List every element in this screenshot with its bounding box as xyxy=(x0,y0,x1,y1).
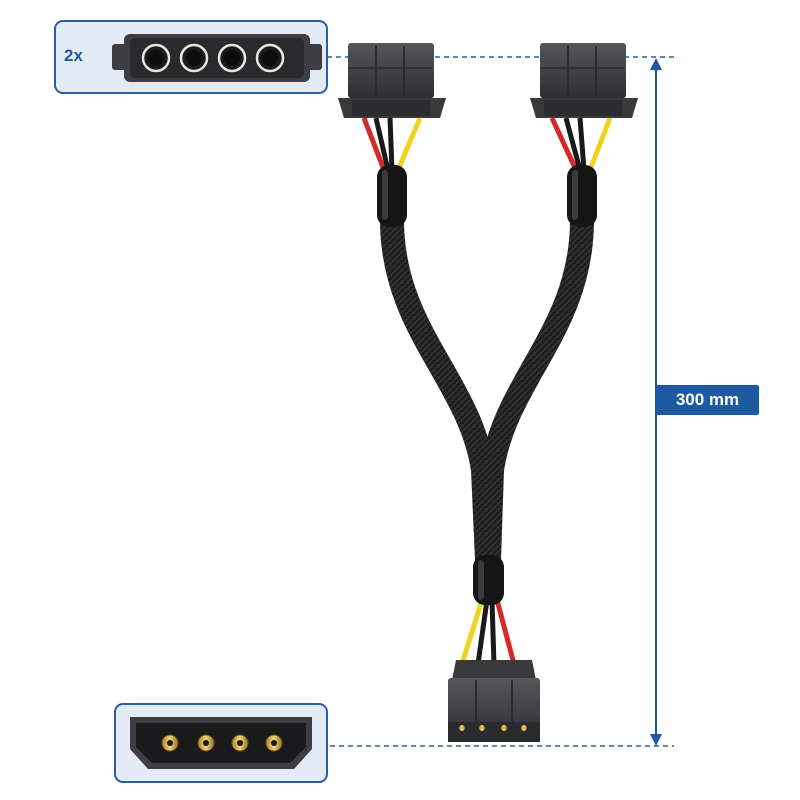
length-label: 300 mm xyxy=(675,390,740,409)
molex-connector-bottom xyxy=(448,660,540,742)
bottom-callout xyxy=(114,703,328,783)
braided-cable xyxy=(380,208,594,572)
heat-shrink-sleeves xyxy=(377,165,597,605)
molex-male-4pin-icon xyxy=(130,717,312,769)
right-wires xyxy=(549,116,613,172)
top-callout: 2x xyxy=(54,20,328,94)
count-label: 2x xyxy=(64,46,83,65)
bottom-wires xyxy=(459,599,517,665)
molex-connector-top-right xyxy=(530,43,638,118)
molex-female-4pin-icon xyxy=(112,34,322,82)
length-badge: 300 mm xyxy=(656,385,759,415)
left-wires xyxy=(361,117,423,171)
molex-connector-top-left xyxy=(338,43,446,118)
